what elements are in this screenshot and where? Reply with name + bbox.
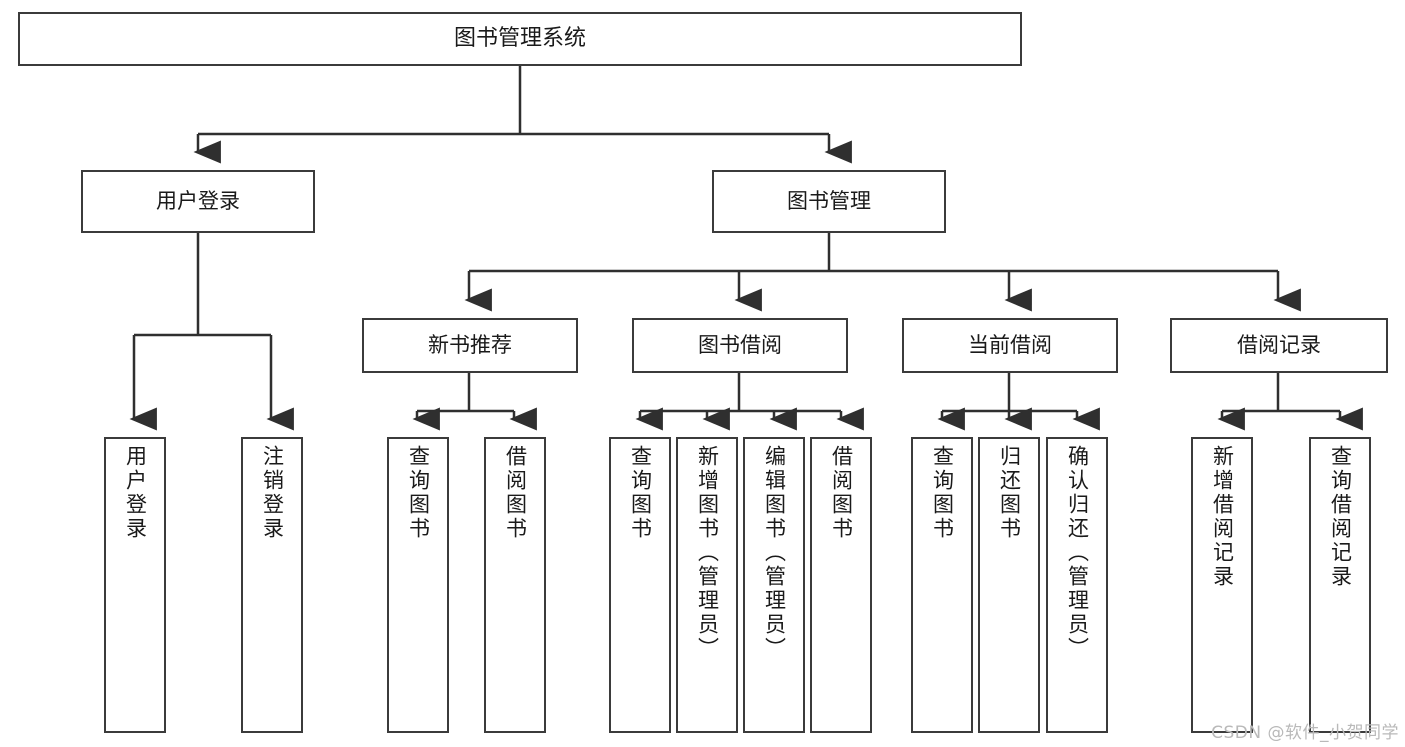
node-label: 用户登录 (123, 445, 148, 541)
node-label: 新增图书（管理员） (695, 445, 720, 661)
node-label: 当前借阅 (968, 333, 1052, 358)
node-label: 图书借阅 (698, 333, 782, 358)
node-label: 查询图书 (406, 445, 431, 541)
node-label: 借阅图书 (829, 445, 854, 541)
leaf-book-borrow-edit[interactable]: 编辑图书（管理员） (743, 437, 805, 733)
leaf-user-login-logout[interactable]: 注销登录 (241, 437, 303, 733)
node-current-borrow[interactable]: 当前借阅 (902, 318, 1118, 373)
node-label: 注销登录 (260, 445, 285, 541)
node-label: 新书推荐 (428, 333, 512, 358)
leaf-book-borrow-add[interactable]: 新增图书（管理员） (676, 437, 738, 733)
node-label: 图书管理系统 (453, 26, 586, 52)
node-root-system[interactable]: 图书管理系统 (18, 12, 1022, 66)
node-borrow-record[interactable]: 借阅记录 (1170, 318, 1388, 373)
node-label: 查询图书 (628, 445, 653, 541)
leaf-new-book-query[interactable]: 查询图书 (387, 437, 449, 733)
leaf-borrow-record-add[interactable]: 新增借阅记录 (1191, 437, 1253, 733)
leaf-user-login-login[interactable]: 用户登录 (104, 437, 166, 733)
node-label: 新增借阅记录 (1210, 445, 1235, 589)
node-label: 确认归还（管理员） (1065, 445, 1090, 661)
node-label: 借阅图书 (503, 445, 528, 541)
leaf-book-borrow-query[interactable]: 查询图书 (609, 437, 671, 733)
leaf-book-borrow-borrow[interactable]: 借阅图书 (810, 437, 872, 733)
node-label: 编辑图书（管理员） (762, 445, 787, 661)
node-label: 用户登录 (156, 189, 240, 214)
node-user-login[interactable]: 用户登录 (81, 170, 315, 233)
node-label: 查询图书 (930, 445, 955, 541)
node-book-borrow[interactable]: 图书借阅 (632, 318, 848, 373)
node-book-management[interactable]: 图书管理 (712, 170, 946, 233)
leaf-borrow-record-query[interactable]: 查询借阅记录 (1309, 437, 1371, 733)
node-label: 查询借阅记录 (1328, 445, 1353, 589)
leaf-current-borrow-confirm-return[interactable]: 确认归还（管理员） (1046, 437, 1108, 733)
node-label: 图书管理 (787, 189, 871, 214)
leaf-new-book-borrow[interactable]: 借阅图书 (484, 437, 546, 733)
node-label: 借阅记录 (1237, 333, 1321, 358)
node-new-book-recommend[interactable]: 新书推荐 (362, 318, 578, 373)
leaf-current-borrow-query[interactable]: 查询图书 (911, 437, 973, 733)
node-label: 归还图书 (997, 445, 1022, 541)
watermark-text: CSDN @软件_小贺同学 (1211, 723, 1399, 743)
leaf-current-borrow-return[interactable]: 归还图书 (978, 437, 1040, 733)
